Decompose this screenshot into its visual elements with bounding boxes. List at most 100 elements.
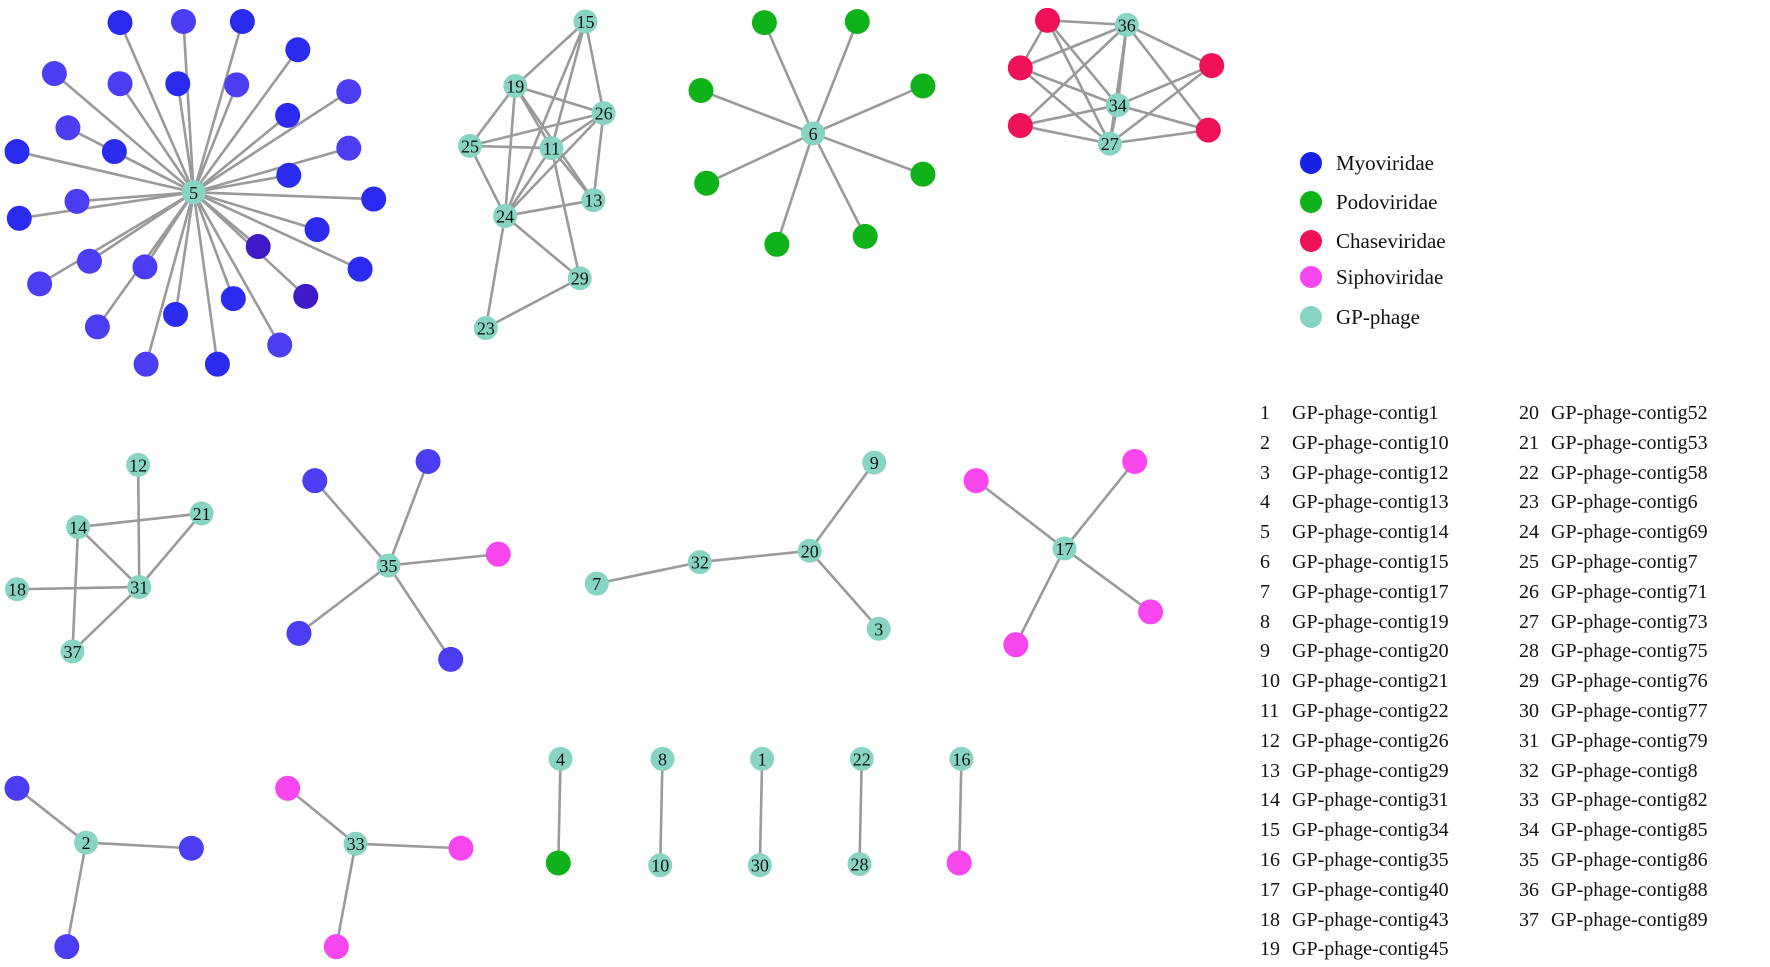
edge-n19-n24 — [503, 85, 517, 217]
node-gp-phage-5 — [181, 180, 206, 205]
node-m24 — [27, 271, 53, 297]
contig-number: 6 — [1260, 551, 1270, 573]
node-gp-phage-29 — [567, 266, 592, 291]
node-gp-phage-14 — [66, 515, 91, 540]
node-f3 — [323, 934, 349, 960]
contig-number: 3 — [1260, 461, 1270, 484]
node-label-23: 23 — [477, 318, 495, 338]
node-label-15: 15 — [576, 12, 594, 32]
edge-n35-d1 — [313, 479, 390, 567]
node-f2 — [448, 835, 474, 861]
edge-c5-n27 — [1109, 128, 1209, 145]
edge-n5-m24 — [38, 191, 195, 285]
node-label-6: 6 — [809, 124, 818, 144]
contig-number: 21 — [1519, 431, 1539, 454]
node-label-11: 11 — [543, 139, 560, 159]
node-m4 — [285, 37, 311, 63]
node-s3 — [1138, 599, 1164, 625]
node-gp-phage-26 — [591, 101, 616, 126]
edge-c2-n27 — [1019, 66, 1111, 145]
edge-n5-m13 — [113, 150, 195, 194]
node-m5 — [41, 61, 67, 87]
contig-name: GP-phage-contig20 — [1292, 640, 1449, 663]
node-label-29: 29 — [571, 269, 589, 289]
contig-number: 9 — [1260, 640, 1270, 663]
contig-number: 10 — [1260, 670, 1280, 693]
edge-c3-n27 — [1020, 124, 1111, 145]
node-m23 — [132, 254, 158, 280]
contig-name: GP-phage-contig77 — [1551, 700, 1708, 722]
edge-n5-m4 — [192, 48, 299, 194]
contig-number: 15 — [1260, 819, 1280, 842]
node-p6 — [910, 161, 936, 187]
node-label-16: 16 — [952, 749, 970, 769]
contig-name: GP-phage-contig14 — [1292, 521, 1449, 544]
node-f1 — [275, 775, 301, 801]
node-m31 — [204, 351, 230, 377]
node-m21 — [76, 248, 102, 274]
edge-n6-p1 — [763, 22, 815, 134]
contig-number: 24 — [1519, 521, 1539, 544]
contig-name: GP-phage-contig89 — [1551, 908, 1708, 931]
contig-name: GP-phage-contig22 — [1292, 700, 1449, 722]
contig-list-item: 9 GP-phage-contig20 — [1260, 640, 1449, 663]
edge-n17-s4 — [1014, 547, 1066, 646]
node-gp-phage-30 — [747, 853, 772, 878]
node-gp-phage-32 — [687, 550, 712, 575]
node-label-32: 32 — [691, 553, 709, 573]
edge-n17-s2 — [1063, 460, 1136, 550]
contig-number: 14 — [1260, 789, 1280, 812]
edge-n4-q4 — [556, 758, 562, 863]
node-m8 — [224, 72, 250, 98]
edge-c4-n34 — [1117, 64, 1213, 107]
node-c2 — [1007, 55, 1033, 81]
node-label-17: 17 — [1055, 539, 1073, 559]
node-label-26: 26 — [595, 104, 613, 124]
contig-number: 37 — [1519, 908, 1539, 931]
contig-name: GP-phage-contig52 — [1551, 402, 1708, 424]
node-e1 — [4, 775, 30, 801]
edge-n8-n10 — [658, 758, 664, 866]
edge-c1-n34 — [1046, 19, 1119, 107]
contig-number: 34 — [1519, 819, 1539, 842]
node-label-7: 7 — [592, 574, 601, 594]
contig-number: 16 — [1260, 849, 1280, 871]
edge-n33-f3 — [335, 843, 357, 947]
contig-number: 27 — [1519, 610, 1539, 633]
node-p2 — [844, 8, 870, 34]
node-gp-phage-2 — [74, 830, 99, 855]
node-m9 — [336, 79, 362, 105]
edge-n2-e1 — [16, 787, 87, 844]
node-e2 — [178, 835, 204, 861]
node-gp-phage-27 — [1097, 131, 1122, 156]
contig-name: GP-phage-contig19 — [1292, 610, 1449, 633]
node-gp-phage-34 — [1105, 93, 1130, 118]
contig-number: 25 — [1519, 551, 1539, 573]
node-gp-phage-25 — [457, 133, 482, 158]
node-m12 — [4, 139, 30, 165]
edge-n5-m19 — [193, 191, 318, 231]
node-m22 — [347, 256, 373, 282]
legend-label: Siphoviridae — [1336, 264, 1444, 289]
edge-n5-m7 — [176, 83, 195, 193]
node-gp-phage-17 — [1052, 536, 1077, 561]
edge-n5-m9 — [192, 90, 350, 194]
legend-swatch — [1300, 152, 1322, 174]
contig-name: GP-phage-contig17 — [1292, 580, 1449, 603]
edge-n35-d3 — [388, 552, 499, 567]
contig-number: 28 — [1519, 640, 1539, 663]
node-gp-phage-15 — [573, 9, 598, 34]
contig-name: GP-phage-contig8 — [1551, 759, 1698, 782]
contig-number: 1 — [1260, 402, 1270, 424]
node-gp-phage-16 — [949, 746, 974, 771]
